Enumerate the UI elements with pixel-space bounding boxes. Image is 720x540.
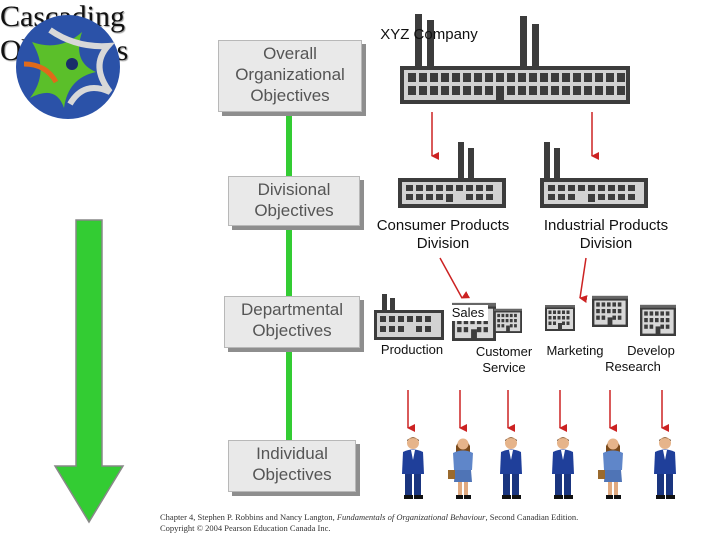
sales-label: Sales xyxy=(448,305,488,321)
businesswoman-icon xyxy=(598,438,623,499)
research-line: Research xyxy=(605,359,661,374)
factory-icon xyxy=(398,142,506,208)
divisional-line-1: Divisional xyxy=(257,180,331,199)
businessman-icon xyxy=(552,437,574,499)
divisional-line-2: Objectives xyxy=(254,201,334,220)
customer-service-line-1: Customer xyxy=(475,344,533,359)
customer-service-label: Customer Service xyxy=(466,344,542,376)
footer-line-1: Chapter 4, Stephen P. Robbins and Nancy … xyxy=(160,512,579,522)
overall-line-2: Organizational xyxy=(235,65,345,84)
industrial-line-2: Division xyxy=(579,235,633,252)
production-label: Production xyxy=(380,342,444,357)
businessman-icon xyxy=(402,437,424,499)
divisional-objectives-box: Divisional Objectives xyxy=(228,176,360,226)
develop-line: Develop xyxy=(627,343,675,358)
footer-line-2: Copyright © 2004 Pearson Education Canad… xyxy=(160,523,331,533)
company-name: XYZ Company xyxy=(380,26,478,43)
individual-line-1: Individual xyxy=(256,444,328,463)
businessman-icon xyxy=(500,437,522,499)
develop-research-label: Develop Research xyxy=(578,343,684,375)
footer-credits: Chapter 4, Stephen P. Robbins and Nancy … xyxy=(160,512,578,534)
industrial-line-1: Industrial Products xyxy=(543,217,669,234)
overall-objectives-box: Overall Organizational Objectives xyxy=(218,40,362,112)
overall-line-1: Overall xyxy=(263,44,317,63)
departmental-objectives-box: Departmental Objectives xyxy=(224,296,360,348)
individual-line-2: Objectives xyxy=(252,465,332,484)
arrow-consumer-to-sales xyxy=(439,257,471,299)
businesswoman-icon xyxy=(448,438,473,499)
individual-objectives-box: Individual Objectives xyxy=(228,440,356,492)
consumer-line-1: Consumer Products xyxy=(376,217,510,234)
departmental-line-2: Objectives xyxy=(252,321,332,340)
factory-icon xyxy=(400,14,630,104)
factory-icon xyxy=(374,294,444,340)
consumer-line-2: Division xyxy=(416,235,470,252)
customer-service-line-2: Service xyxy=(482,360,526,375)
factory-icon xyxy=(540,142,648,208)
cascade-down-arrow xyxy=(53,219,125,524)
marketing-label: Marketing xyxy=(546,343,604,358)
globe-logo-icon xyxy=(16,15,120,119)
businessman-icon xyxy=(654,437,676,499)
industrial-division-label: Industrial Products Division xyxy=(530,217,682,253)
departmental-line-1: Departmental xyxy=(240,300,344,319)
consumer-division-label: Consumer Products Division xyxy=(362,217,524,253)
arrow-industrial-to-marketing xyxy=(579,257,588,303)
overall-line-3: Objectives xyxy=(250,86,330,105)
